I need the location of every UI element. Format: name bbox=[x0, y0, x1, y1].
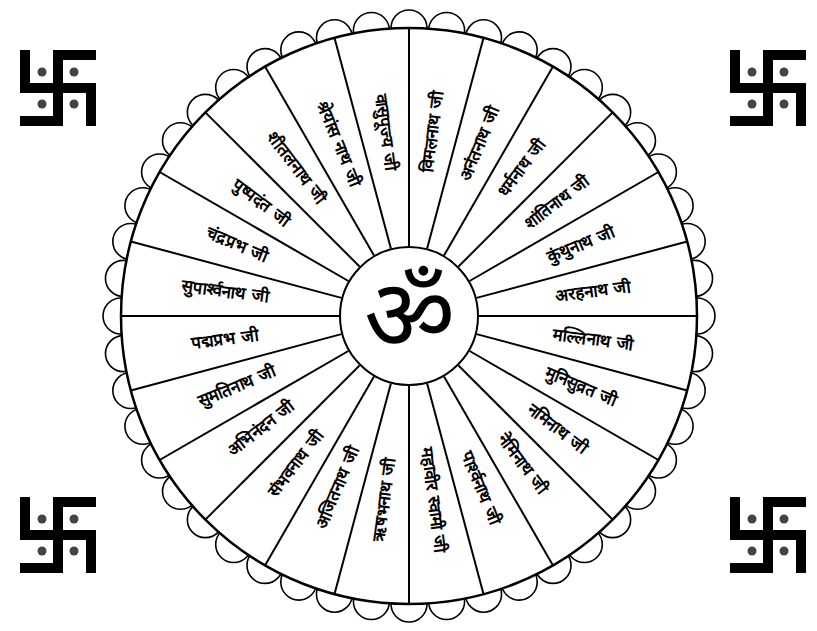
tirthankara-name: सुपार्श्वनाथ जी bbox=[180, 275, 270, 308]
wheel-segment: श्रेयांस नाथ जी bbox=[291, 53, 385, 236]
wheel-segment: अनंतनाथ जी bbox=[433, 53, 527, 236]
wheel-spoke bbox=[408, 386, 410, 604]
tirthankara-name: अरहनाथ जी bbox=[554, 276, 632, 307]
wheel-segment: ऋषभनाथ जी bbox=[361, 406, 409, 596]
tirthankara-name: संभवनाथ जी bbox=[263, 426, 328, 502]
tirthankara-name: चंद्रप्रभ जी bbox=[203, 223, 271, 267]
tirthankara-name: सुमतिनाथ जी bbox=[195, 362, 279, 413]
wheel-segment: सुमतिनाथ जी bbox=[146, 340, 329, 434]
wheel-segment: वासुपूज्य जी bbox=[361, 37, 409, 227]
tirthankara-name: महावीर स्वामी जी bbox=[416, 447, 451, 555]
om-circle: ॐ bbox=[339, 246, 479, 386]
wheel-rim bbox=[121, 28, 697, 604]
tirthankara-name: श्रेयांस नाथ जी bbox=[311, 99, 365, 190]
tirthankara-name: मुनिसुव्रत जी bbox=[542, 363, 620, 412]
wheel-segment: पार्श्वनाथ जी bbox=[433, 396, 527, 579]
wheel bbox=[103, 10, 715, 622]
tirthankara-name: अनंतनाथ जी bbox=[455, 104, 505, 185]
tirthankara-name: शांतिनाथ जी bbox=[520, 171, 594, 235]
swastika-symbol bbox=[25, 55, 91, 121]
tirthankara-name: नेमिनाथ जी bbox=[493, 429, 552, 497]
tirthankara-name: अभिनंदन जी bbox=[224, 397, 300, 462]
tirthankara-name: कुंथुनाथ जी bbox=[544, 221, 618, 268]
tirthankara-name: धर्मनाथ जी bbox=[493, 135, 551, 201]
wheel-segment: पद्मप्रभ जी bbox=[130, 316, 320, 364]
tirthankara-name: अजितनाथ जी bbox=[311, 444, 364, 532]
tirthankara-name: शीतलनाथ जी bbox=[261, 128, 330, 208]
tirthankara-name: मल्लिनाथ जी bbox=[552, 324, 635, 356]
tirthankara-name: पद्मप्रभ जी bbox=[190, 325, 259, 355]
tirthankara-name: विमलनाथ जी bbox=[417, 90, 449, 174]
wheel-segment: चंद्रप्रभ जी bbox=[146, 198, 329, 292]
tirthankara-name: नमिनाथ जी bbox=[522, 400, 590, 459]
tirthankara-name: ऋषभनाथ जी bbox=[369, 457, 401, 543]
wheel-segment: विमलनाथ जी bbox=[409, 37, 457, 227]
swastika-symbol bbox=[735, 55, 801, 121]
tirthankara-name: वासुपूज्य जी bbox=[369, 92, 400, 171]
tirthankara-name: पुष्पदंत जी bbox=[228, 174, 294, 232]
wheel-spoke bbox=[121, 315, 339, 317]
wheel-spoke bbox=[479, 315, 697, 317]
tirthankara-name: पार्श्वनाथ जी bbox=[456, 448, 505, 527]
swastika-symbol bbox=[25, 502, 91, 568]
wheel-segment: मल्लिनाथ जी bbox=[499, 316, 689, 364]
wheel-segment: कुंथुनाथ जी bbox=[489, 198, 672, 292]
wheel-segment: सुपार्श्वनाथ जी bbox=[130, 268, 320, 316]
wheel-spoke bbox=[408, 28, 410, 246]
wheel-segment: मुनिसुव्रत जी bbox=[489, 340, 672, 434]
wheel-segment: अरहनाथ जी bbox=[499, 268, 689, 316]
swastika-symbol bbox=[735, 502, 801, 568]
wheel-segment: अजितनाथ जी bbox=[291, 396, 385, 579]
wheel-segment: महावीर स्वामी जी bbox=[409, 406, 457, 596]
om-symbol: ॐ bbox=[364, 266, 455, 366]
